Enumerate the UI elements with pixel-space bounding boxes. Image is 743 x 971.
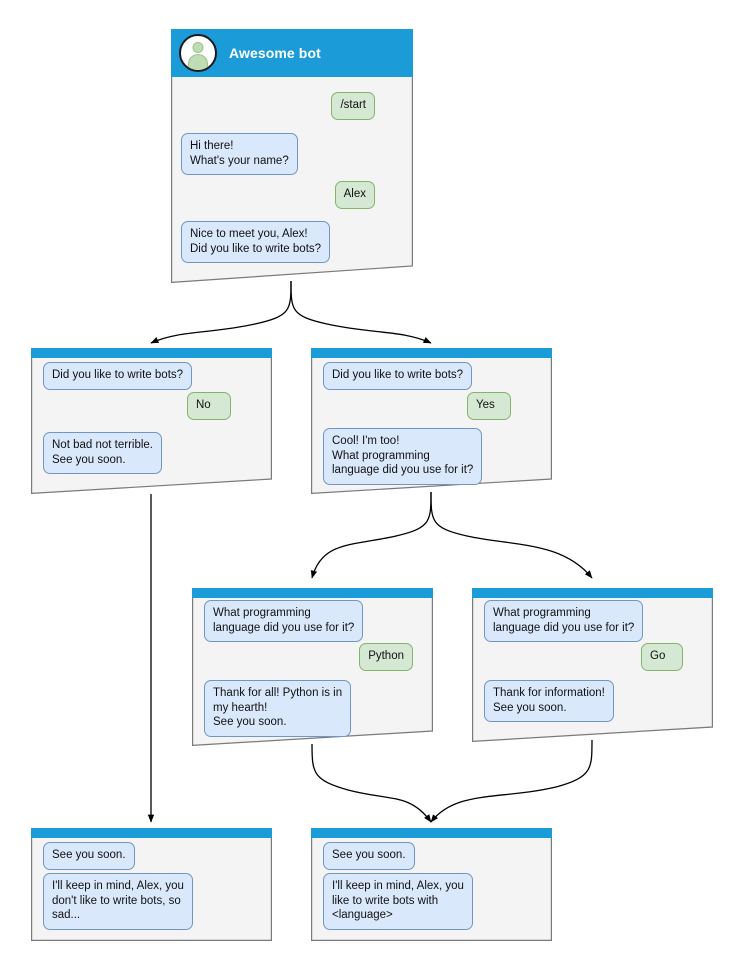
go-branch-node[interactable]: What programming language did you use fo… bbox=[472, 588, 713, 742]
yes-branch-node-header bbox=[311, 348, 552, 358]
message-bubble-user[interactable]: Go bbox=[641, 643, 683, 671]
edge-python-to-end-happy bbox=[311, 743, 432, 823]
person-avatar-icon bbox=[179, 34, 217, 72]
edge-go-to-end-happy bbox=[430, 739, 593, 823]
end-sad-node-header bbox=[31, 828, 272, 838]
message-bubble-bot[interactable]: Thank for information! See you soon. bbox=[484, 680, 614, 722]
no-branch-node[interactable]: Did you like to write bots? No Not bad n… bbox=[31, 348, 272, 494]
end-happy-node-header bbox=[311, 828, 552, 838]
python-branch-node[interactable]: What programming language did you use fo… bbox=[192, 588, 433, 746]
message-bubble-bot[interactable]: Hi there! What's your name? bbox=[181, 133, 298, 175]
edge-yes-to-go bbox=[430, 491, 593, 579]
message-bubble-bot[interactable]: Did you like to write bots? bbox=[43, 362, 193, 390]
edge-root-to-no bbox=[150, 280, 292, 344]
message-bubble-bot[interactable]: I'll keep in mind, Alex, you don't like … bbox=[43, 873, 193, 930]
edge-root-to-yes bbox=[290, 280, 432, 344]
message-bubble-bot[interactable]: See you soon. bbox=[323, 842, 415, 870]
message-bubble-bot[interactable]: Did you like to write bots? bbox=[323, 362, 473, 390]
message-bubble-bot[interactable]: Thank for all! Python is in my hearth! S… bbox=[204, 680, 352, 737]
message-bubble-bot[interactable]: Cool! I'm too! What programming language… bbox=[323, 428, 483, 485]
end-sad-node[interactable]: See you soon. I'll keep in mind, Alex, y… bbox=[31, 828, 272, 941]
message-bubble-user[interactable]: Alex bbox=[334, 181, 375, 209]
edge-yes-to-python bbox=[310, 491, 432, 579]
message-bubble-user[interactable]: Python bbox=[359, 643, 413, 671]
message-bubble-bot[interactable]: See you soon. bbox=[43, 842, 135, 870]
root-node[interactable]: Awesome bot /start Hi there! What's your… bbox=[171, 29, 413, 283]
message-bubble-bot[interactable]: Not bad not terrible. See you soon. bbox=[43, 432, 163, 474]
message-bubble-user[interactable]: /start bbox=[331, 92, 375, 120]
message-bubble-bot[interactable]: I'll keep in mind, Alex, you like to wri… bbox=[323, 873, 473, 930]
message-bubble-bot[interactable]: Nice to meet you, Alex! Did you like to … bbox=[181, 221, 331, 263]
no-branch-node-header bbox=[31, 348, 272, 358]
message-bubble-user[interactable]: No bbox=[187, 392, 231, 420]
python-branch-node-header bbox=[192, 588, 433, 598]
message-bubble-bot[interactable]: What programming language did you use fo… bbox=[484, 600, 644, 642]
message-bubble-bot[interactable]: What programming language did you use fo… bbox=[204, 600, 364, 642]
end-happy-node[interactable]: See you soon. I'll keep in mind, Alex, y… bbox=[311, 828, 552, 941]
message-bubble-user[interactable]: Yes bbox=[467, 392, 511, 420]
bot-title: Awesome bot bbox=[229, 45, 321, 61]
root-node-header: Awesome bot bbox=[171, 29, 413, 77]
yes-branch-node[interactable]: Did you like to write bots? Yes Cool! I'… bbox=[311, 348, 552, 494]
go-branch-node-header bbox=[472, 588, 713, 598]
